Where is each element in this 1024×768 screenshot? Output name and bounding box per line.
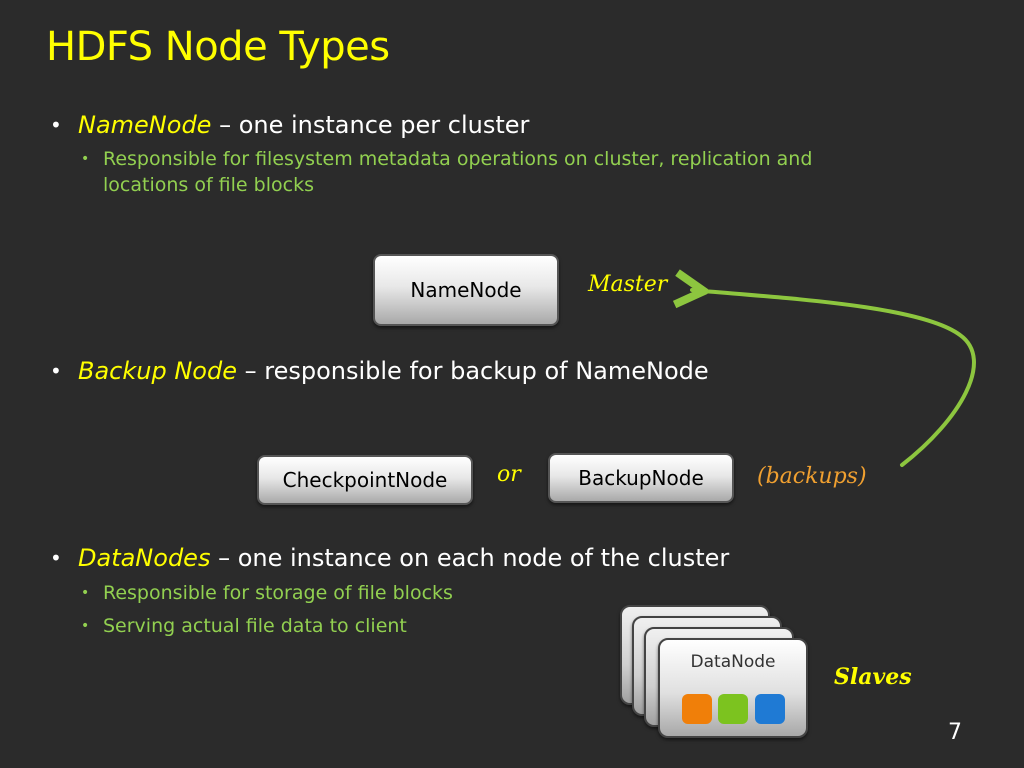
bullet-dot: • (50, 546, 62, 570)
bullet-dot: • (50, 113, 62, 137)
page-number: 7 (948, 720, 962, 745)
sub-bullet-dot: • (81, 618, 90, 634)
slide-title: HDFS Node Types (46, 24, 390, 70)
master-label: Master (588, 272, 668, 297)
checkpointnode-box-label: CheckpointNode (282, 468, 448, 492)
sub-bullet-dot: • (81, 585, 90, 601)
bullet-term-datanodes: DataNodes (78, 544, 211, 572)
block-green-icon (718, 694, 748, 724)
sub-bullet-datanodes-1: • Responsible for storage of file blocks (81, 580, 453, 606)
backups-label: (backups) (757, 464, 867, 489)
checkpointnode-box: CheckpointNode (257, 455, 473, 505)
sub-bullet-text: Responsible for storage of file blocks (103, 582, 453, 604)
sub-bullet-text: Serving actual file data to client (103, 615, 407, 637)
or-label: or (497, 462, 521, 487)
block-orange-icon (682, 694, 712, 724)
arrow-path (692, 290, 976, 467)
backupnode-box-label: BackupNode (578, 466, 704, 490)
bullet-term-backup: Backup Node (78, 357, 237, 385)
bullet-text-datanodes: – one instance on each node of the clust… (210, 544, 730, 572)
namenode-box-label: NameNode (410, 278, 522, 302)
sub-bullet-text-line1: Responsible for filesystem metadata oper… (103, 148, 813, 170)
bullet-dot: • (50, 359, 62, 383)
datanode-card: DataNode (658, 638, 808, 738)
sub-bullet-datanodes-2: • Serving actual file data to client (81, 613, 407, 639)
sub-bullet-namenode: • Responsible for filesystem metadata op… (81, 146, 963, 198)
datanode-card-label: DataNode (690, 652, 776, 672)
bullet-datanodes: • DataNodes – one instance on each node … (50, 543, 730, 573)
sub-bullet-text-line2: locations of file blocks (103, 174, 314, 196)
bullet-term-namenode: NameNode (78, 111, 212, 139)
sub-bullet-dot: • (81, 151, 90, 167)
bullet-text-backup: – responsible for backup of NameNode (236, 357, 709, 385)
bullet-backup-node: • Backup Node – responsible for backup o… (50, 356, 709, 386)
bullet-namenode: • NameNode – one instance per cluster (50, 110, 530, 140)
backupnode-box: BackupNode (548, 453, 734, 503)
block-blue-icon (755, 694, 785, 724)
slaves-label: Slaves (834, 664, 912, 690)
namenode-box: NameNode (373, 254, 559, 326)
bullet-text-namenode: – one instance per cluster (211, 111, 530, 139)
